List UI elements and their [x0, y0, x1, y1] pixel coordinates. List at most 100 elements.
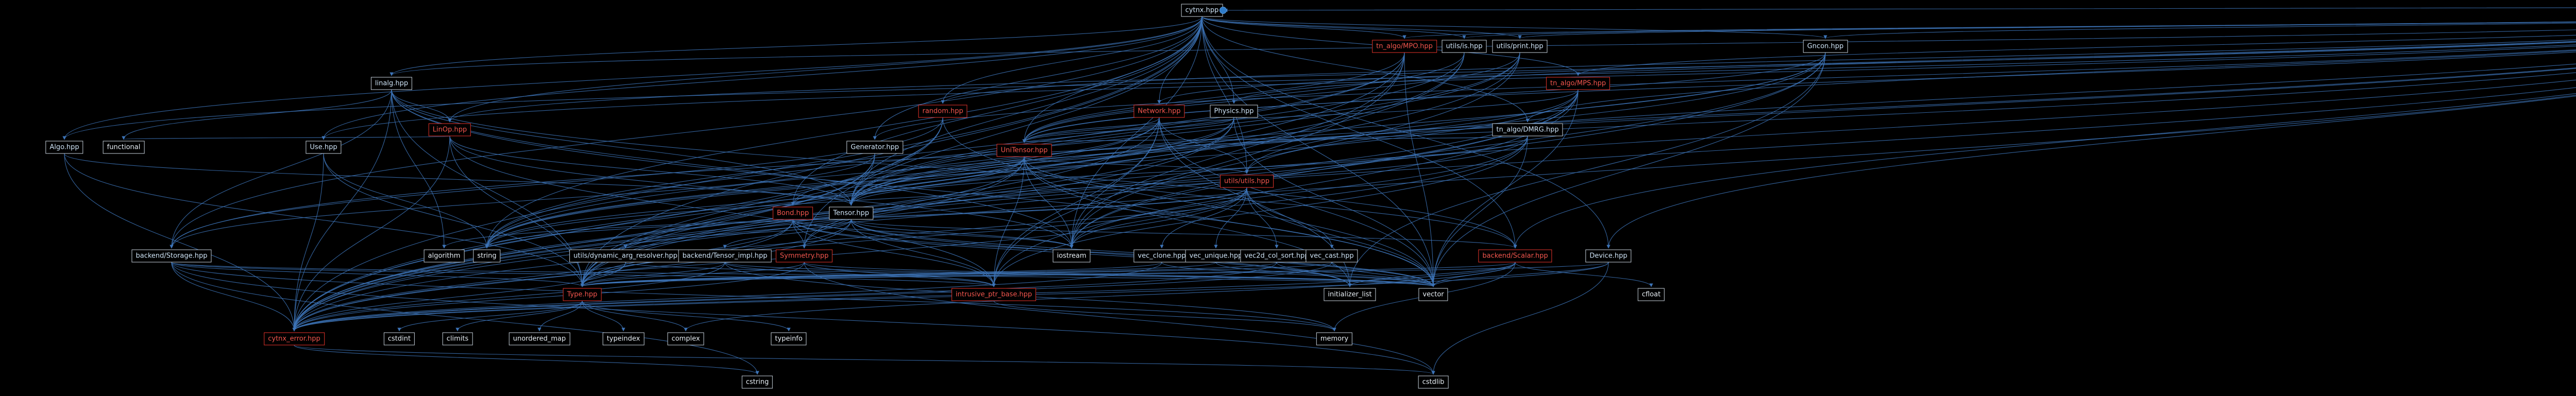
edge-mpo-to-intrusive	[992, 53, 1405, 287]
graph-node-scalar[interactable]: backend/Scalar.hpp	[1478, 249, 1552, 263]
graph-node-dyn-arg[interactable]: utils/dynamic_arg_resolver.hpp	[569, 249, 682, 263]
graph-node-generator[interactable]: Generator.hpp	[846, 141, 903, 154]
edge-tensor-to-cytnx_error	[292, 219, 852, 332]
edge-mps-to-string	[485, 90, 1579, 249]
graph-node-typeinfo: typeinfo	[771, 332, 807, 346]
graph-node-vec-cast[interactable]: vec_cast.hpp	[1306, 249, 1358, 263]
edge-include_cytnx-to-use	[321, 45, 2576, 140]
edge-use-to-string	[323, 153, 489, 249]
graph-node-vec2d[interactable]: vec2d_col_sort.hpp	[1240, 249, 1313, 263]
graph-node-storage[interactable]: backend/Storage.hpp	[131, 249, 212, 263]
edge-storage-to-memory	[171, 262, 1336, 332]
edge-generator-to-storage	[170, 153, 875, 249]
edge-mpo-to-iostream	[1070, 53, 1405, 249]
graph-expand-icon[interactable]	[1219, 7, 1227, 14]
graph-node-type[interactable]: Type.hpp	[563, 288, 602, 301]
edge-gncon-to-init_list	[1348, 53, 1826, 287]
graph-node-physics[interactable]: Physics.hpp	[1210, 105, 1258, 118]
edge-vec_unique-to-vector	[1215, 262, 1435, 287]
edge-utils_is-to-tensor	[849, 53, 1465, 206]
edge-network-to-utils_utils	[1159, 117, 1249, 174]
graph-node-unitensor[interactable]: UniTensor.hpp	[996, 144, 1052, 157]
edge-cytnx-to-gncon	[1201, 16, 1827, 39]
edge-random-to-cytnx_error	[292, 117, 943, 332]
edge-dmrg-to-cytnx_error	[292, 136, 1528, 332]
edge-include_cytnx-to-dmrg	[1526, 50, 2576, 123]
edge-dmrg-to-vector	[1431, 136, 1528, 287]
edge-dmrg-to-intrusive	[992, 136, 1528, 287]
graph-node-bond[interactable]: Bond.hpp	[772, 206, 814, 220]
edge-device-to-vector	[1431, 262, 1609, 287]
graph-node-tensor[interactable]: Tensor.hpp	[829, 206, 873, 220]
graph-node-device[interactable]: Device.hpp	[1585, 249, 1632, 263]
edge-intrusive-to-memory	[993, 301, 1336, 332]
edge-network-to-vector	[1159, 117, 1435, 287]
graph-node-utils-utils[interactable]: utils/utils.hpp	[1220, 175, 1274, 188]
graph-node-random[interactable]: random.hpp	[918, 105, 968, 118]
edge-cytnx-to-utils_is	[1201, 16, 1466, 39]
graph-node-utils-print[interactable]: utils/print.hpp	[1492, 40, 1548, 53]
edge-storage-to-intrusive	[171, 262, 996, 287]
edge-bond-to-iostream	[792, 219, 1074, 249]
graph-node-vec-unique[interactable]: vec_unique.hpp	[1185, 249, 1247, 263]
edge-include_cytnx-to-device	[1606, 95, 2576, 249]
edge-cytnx-to-generator	[873, 16, 1202, 140]
edge-mps-to-vector	[1431, 90, 1579, 287]
edge-mps-to-cytnx_error	[292, 90, 1579, 332]
graph-node-symmetry[interactable]: Symmetry.hpp	[775, 249, 833, 263]
edge-utils_utils-to-vector	[1246, 187, 1435, 287]
edge-gncon-to-vector	[1431, 53, 1826, 287]
graph-node-mps[interactable]: tn_algo/MPS.hpp	[1546, 77, 1611, 90]
graph-node-mpo[interactable]: tn_algo/MPO.hpp	[1372, 40, 1437, 53]
graph-node-utils-is[interactable]: utils/is.hpp	[1442, 40, 1487, 53]
graph-node-dmrg[interactable]: tn_algo/DMRG.hpp	[1492, 123, 1563, 136]
edge-dyn_arg-to-cytnx_error	[292, 262, 626, 332]
edge-unitensor-to-vector	[1024, 157, 1435, 287]
graph-node-network[interactable]: Network.hpp	[1133, 105, 1185, 118]
edge-cytnx-to-algo	[62, 16, 1202, 140]
edge-unitensor-to-intrusive	[992, 157, 1025, 287]
edge-linalg-to-iostream	[391, 90, 1074, 249]
edge-include_cytnx-to-linop	[448, 42, 2576, 123]
edge-utils_utils-to-vec2d	[1246, 187, 1279, 249]
edge-cytnx-to-scalar	[1201, 16, 1517, 249]
edge-include_cytnx-to-scalar	[1513, 93, 2576, 249]
edge-include_cytnx-to-physics	[1232, 41, 2576, 104]
edge-dmrg-to-tensor	[849, 136, 1528, 206]
graph-node-cstring: cstring	[741, 375, 773, 389]
edge-include_cytnx-to-tensor	[849, 68, 2576, 206]
edge-scalar-to-cfloat	[1515, 262, 1653, 287]
edge-include_cytnx-to-utils_print	[1518, 22, 2576, 39]
graph-node-tensor-impl[interactable]: backend/Tensor_impl.hpp	[678, 249, 772, 263]
graph-node-use[interactable]: Use.hpp	[306, 141, 342, 154]
graph-node-cytnx-error[interactable]: cytnx_error.hpp	[264, 332, 325, 346]
edge-cytnx-to-utils_print	[1201, 16, 1522, 39]
edge-mpo-to-unitensor	[1022, 53, 1405, 143]
graph-node-algo[interactable]: Algo.hpp	[45, 141, 83, 154]
edge-include_cytnx-to-mpo	[1403, 21, 2576, 39]
edge-mpo-to-tensor	[849, 53, 1405, 206]
edge-device-to-type	[580, 262, 1609, 287]
edge-include_cytnx-to-generator	[873, 49, 2576, 140]
graph-node-linop[interactable]: LinOp.hpp	[428, 123, 471, 136]
graph-node-vec-clone[interactable]: vec_clone.hpp	[1133, 249, 1190, 263]
edge-cytnx-to-linop	[448, 16, 1202, 123]
edge-cytnx-to-storage	[170, 16, 1202, 249]
edge-cytnx-to-vector	[1201, 16, 1435, 287]
edge-cytnx-to-bond	[791, 16, 1202, 206]
graph-node-cytnx[interactable]: cytnx.hpp	[1181, 4, 1223, 17]
graph-node-gncon[interactable]: Gncon.hpp	[1803, 40, 1848, 53]
graph-node-cstdlib: cstdlib	[1418, 375, 1449, 389]
graph-node-intrusive[interactable]: intrusive_ptr_base.hpp	[951, 288, 1037, 301]
edge-scalar-to-cytnx_error	[292, 262, 1516, 332]
edge-network-to-string	[485, 117, 1160, 249]
edge-tensor-to-intrusive	[851, 219, 996, 287]
edge-network-to-intrusive	[992, 117, 1160, 287]
graph-node-linalg[interactable]: linalg.hpp	[370, 77, 413, 90]
edge-symmetry-to-cytnx_error	[292, 262, 805, 332]
graph-node-string: string	[473, 249, 501, 263]
edge-bond-to-symmetry	[792, 219, 806, 249]
edge-type-to-cstdint	[397, 301, 583, 332]
edge-linop-to-tensor	[449, 136, 853, 206]
edge-unitensor-to-symmetry	[802, 157, 1025, 249]
